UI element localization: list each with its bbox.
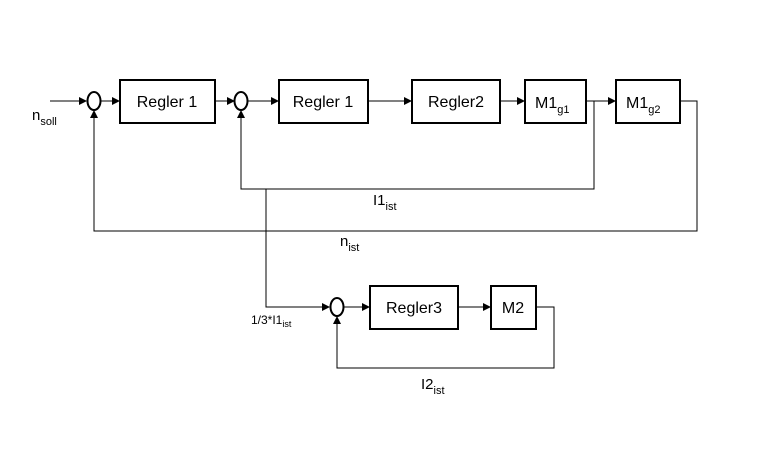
summing-junction-lower	[329, 297, 345, 317]
current-branch-to-lower-loop	[265, 189, 330, 311]
block-m1-g1	[524, 79, 587, 124]
summing-junction-current	[233, 91, 249, 111]
label-i2ist: I2ist	[421, 376, 445, 397]
block-regler2-label: Regler2	[428, 94, 484, 111]
block-regler3	[369, 285, 459, 330]
current-feedback-line	[237, 101, 595, 190]
label-nist: nist	[340, 233, 359, 254]
label-nsoll: nsoll	[32, 107, 57, 128]
block-m1-g2-label: M1g2	[626, 95, 660, 116]
block-m1-g2	[615, 79, 681, 124]
i2-feedback-line	[333, 306, 555, 369]
block-m2	[490, 285, 537, 330]
summing-junction-speed	[86, 91, 102, 111]
label-one-third-i1ist: 1/3*I1ist	[251, 313, 292, 329]
speed-feedback-line	[90, 100, 698, 232]
block-regler1-current-label: Regler 1	[293, 94, 354, 111]
block-regler1-speed-label: Regler 1	[137, 94, 198, 111]
block-m1-g1-label: M1g1	[535, 95, 569, 116]
block-m2-label: M2	[502, 300, 524, 317]
label-i1ist: I1ist	[373, 192, 397, 213]
block-regler3-label: Regler3	[386, 300, 442, 317]
block-regler1-current	[278, 79, 369, 124]
block-regler2	[411, 79, 501, 124]
